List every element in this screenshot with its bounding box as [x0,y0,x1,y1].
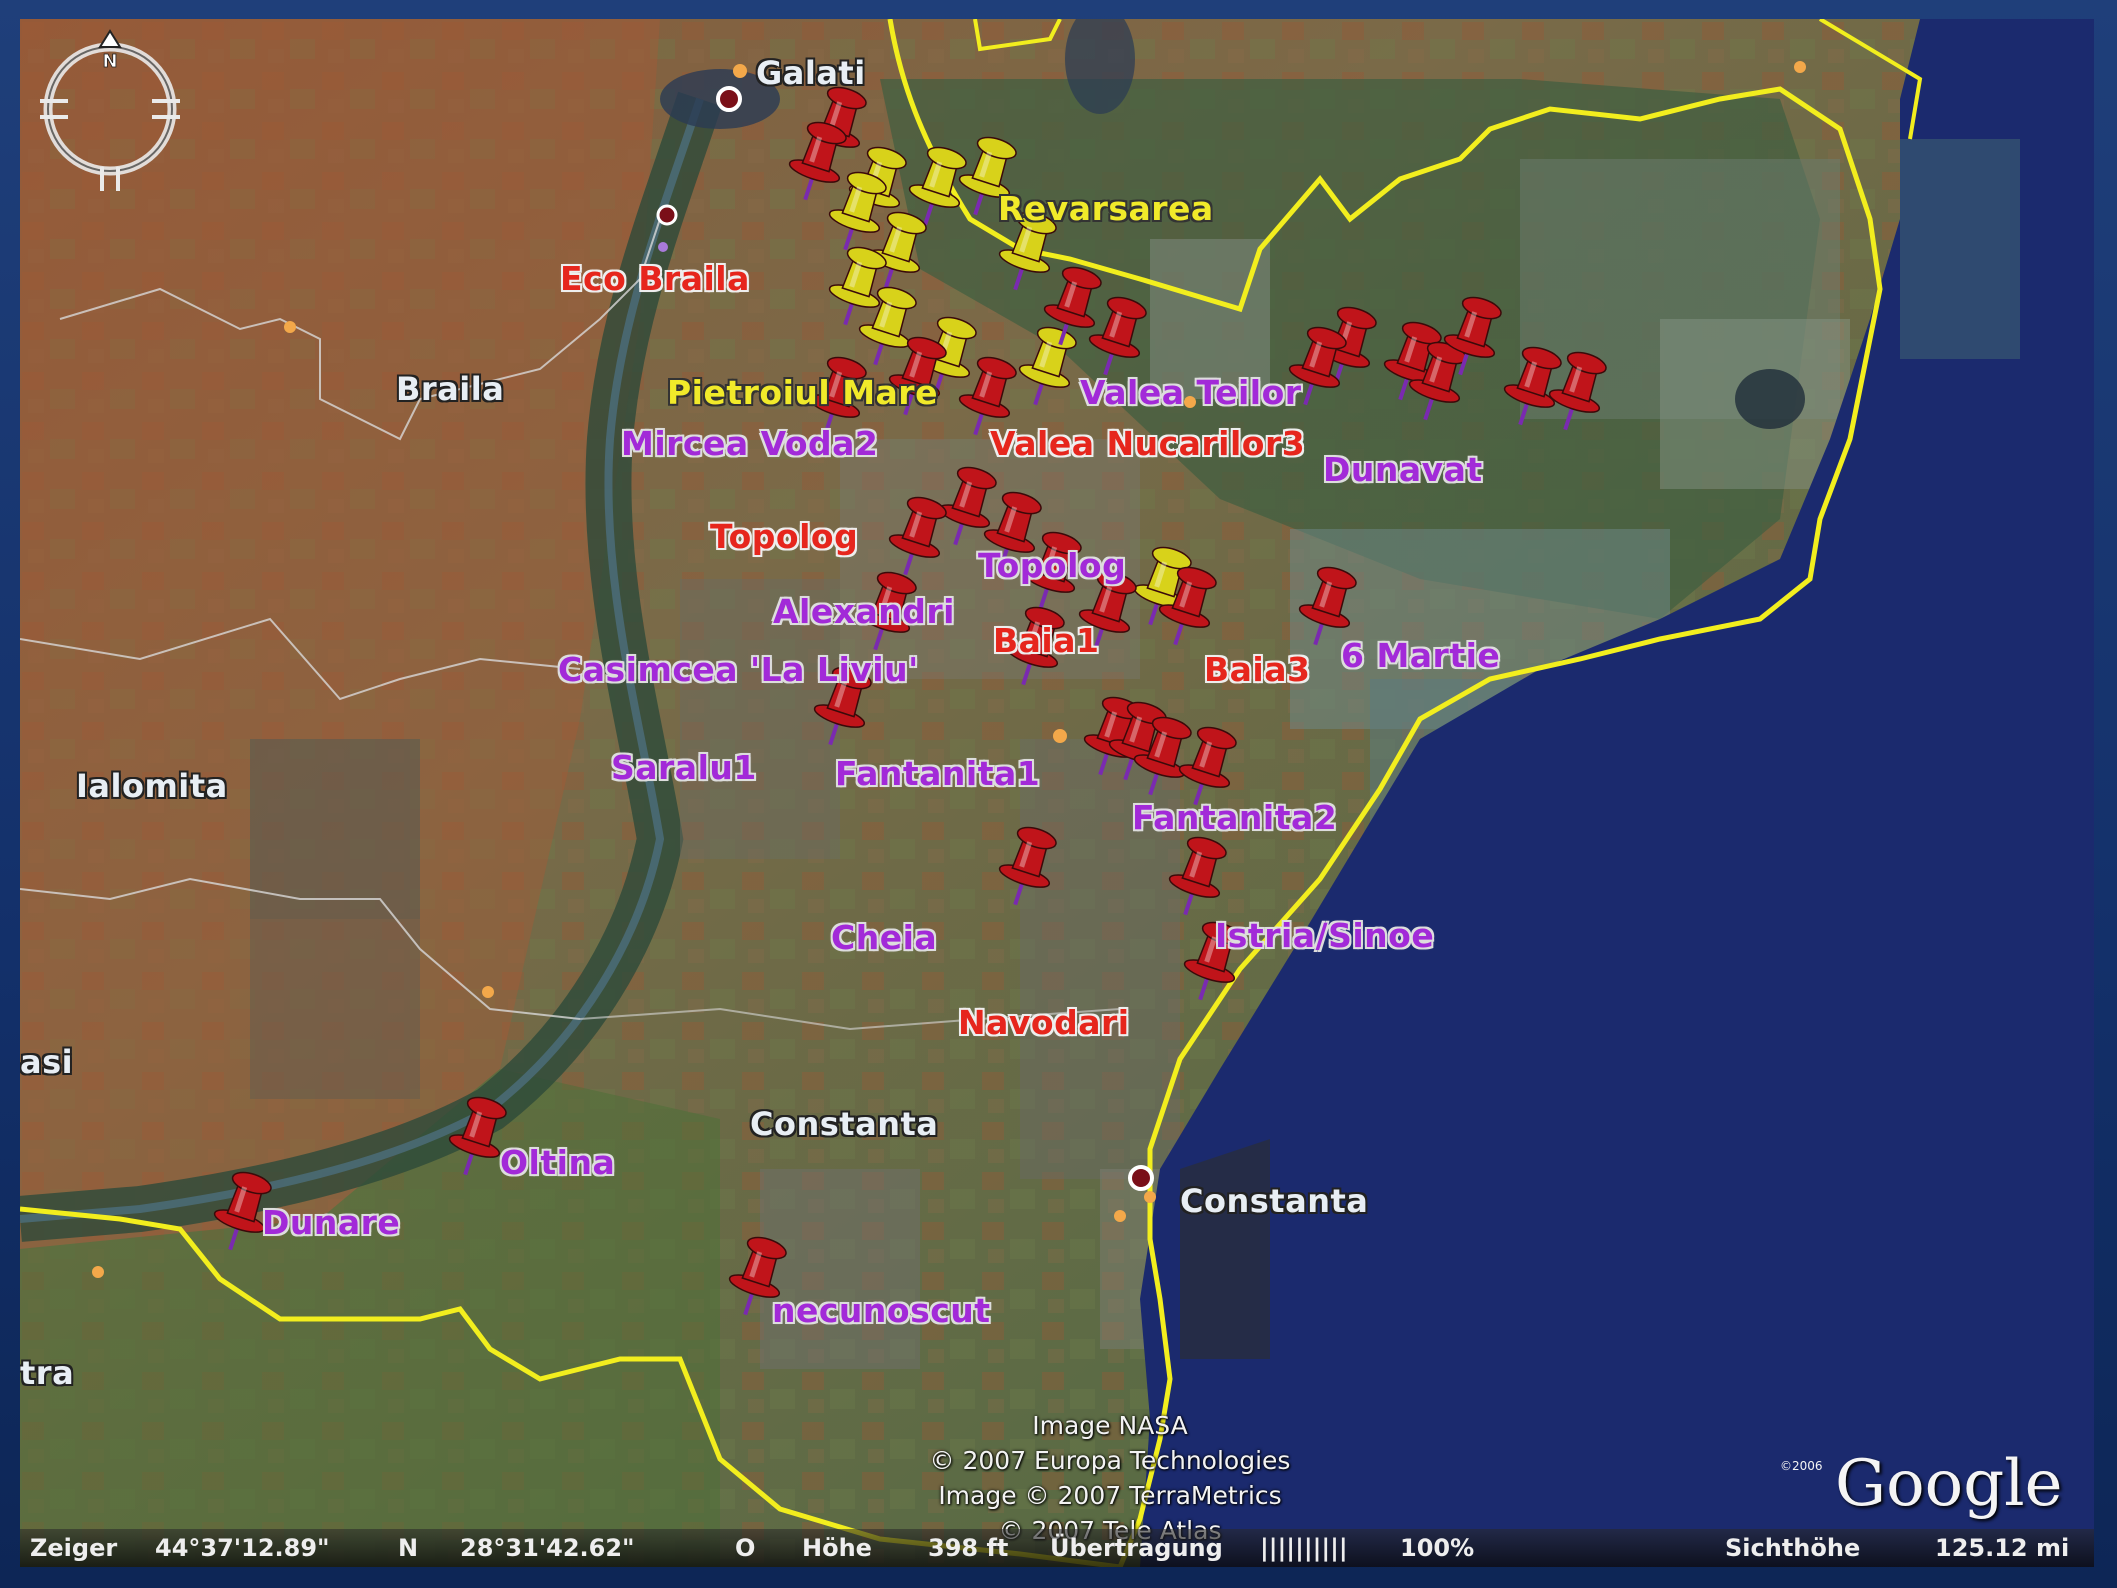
pushpin-icon[interactable] [1010,321,1084,412]
pushpin-icon[interactable] [1160,831,1234,922]
pushpin-icon[interactable] [1100,696,1174,787]
pushpin-icon[interactable] [820,166,894,257]
map-imagery [20,19,2094,1567]
pushpin-icon[interactable] [950,351,1024,442]
pushpin-icon[interactable] [900,141,974,232]
streaming-label: Übertragung [1050,1534,1223,1562]
placemark-label-dunavat[interactable]: Dunavat [1323,450,1483,489]
longitude-direction: O [735,1534,756,1562]
pointer-longitude: 28°31'42.62" [460,1534,635,1562]
pushpin-icon[interactable] [1175,916,1249,1007]
placemark-label-topolog-red[interactable]: Topolog [710,517,859,556]
pushpin-icon[interactable] [998,601,1072,692]
pushpin-icon[interactable] [1125,541,1199,632]
placemark-label-baia3[interactable]: Baia3 [1204,650,1311,689]
compass-navigation-control[interactable]: N [20,19,200,199]
placemark-label-topolog-purple[interactable]: Topolog [978,546,1127,585]
pointer-label: Zeiger [30,1534,118,1562]
pushpin-icon[interactable] [1290,561,1364,652]
pushpin-icon[interactable] [1495,341,1569,432]
status-bar: Zeiger 44°37'12.89" N 28°31'42.62" O Höh… [20,1529,2094,1567]
pushpin-icon[interactable] [1070,566,1144,657]
city-label-tra-partial: tra [20,1354,75,1392]
north-arrow-icon[interactable] [98,29,122,48]
pushpin-icon[interactable] [820,241,894,332]
credit-line: © 2007 Europa Technologies [929,1446,1291,1475]
placemark-label-necunoscut[interactable]: necunoscut [772,1291,991,1330]
compass-north-letter: N [102,51,117,72]
city-label-braila: Braila [396,370,505,408]
pushpin-icon[interactable] [975,486,1049,577]
placemark-label-eco-braila[interactable]: Eco Braila [560,259,750,298]
pushpin-icon[interactable] [1150,561,1224,652]
latitude-direction: N [398,1534,419,1562]
placemark-label-navodari[interactable]: Navodari [958,1003,1130,1042]
placemark-label-alexandri[interactable]: Alexandri [773,592,955,631]
city-label-galati: Galati [756,54,866,92]
placemark-label-revarsarea[interactable]: Revarsarea [998,189,1214,228]
pushpin-icon[interactable] [950,131,1024,222]
placemark-label-istria-sinoe[interactable]: Istria/Sinoe [1215,916,1435,955]
eye-altitude-label: Sichthöhe [1725,1534,1861,1562]
compass-ticks [40,99,180,191]
pushpin-icon[interactable] [805,661,879,752]
pushpin-icon[interactable] [990,206,1064,297]
placemark-label-valea-teilor[interactable]: Valea Teilor [1080,373,1302,412]
county-label-constanta: Constanta [750,1105,939,1143]
pushpin-icon[interactable] [1080,291,1154,382]
placemark-pins [205,86,1614,1322]
pushpin-icon[interactable] [910,311,984,402]
pushpin-icon[interactable] [1280,321,1354,412]
city-label-ialomita: Ialomita [76,767,228,805]
elevation-value: 398 ft [928,1534,1009,1562]
pushpin-icon[interactable] [880,331,954,422]
pushpin-icon[interactable] [930,461,1004,552]
pushpin-icon[interactable] [1035,261,1109,352]
pushpin-icon[interactable] [990,821,1064,912]
city-label-constanta: Constanta [1180,1182,1369,1220]
pushpin-icon[interactable] [850,566,924,657]
placemark-label-oltina[interactable]: Oltina [500,1143,616,1182]
pushpin-icon[interactable] [780,116,854,207]
placemark-label-fantanita2[interactable]: Fantanita2 [1132,798,1338,837]
pointer-latitude: 44°37'12.89" [155,1534,330,1562]
pushpin-icon[interactable] [205,1166,279,1257]
satellite-map[interactable]: Galati Braila Ialomita Constanta Constan… [20,19,2094,1567]
placemark-label-6-martie[interactable]: 6 Martie [1341,636,1501,675]
pushpin-icon[interactable] [800,351,874,442]
placemark-label-mircea-voda2[interactable]: Mircea Voda2 [621,424,879,463]
streaming-percent: 100% [1400,1534,1475,1562]
imagery-credits: Image NASA © 2007 Europa Technologies Im… [820,1408,1400,1548]
pushpin-icon[interactable] [1435,291,1509,382]
pushpin-icon[interactable] [1170,721,1244,812]
placemark-label-baia1[interactable]: Baia1 [993,621,1100,660]
pushpin-icon[interactable] [880,491,954,582]
pushpin-icon[interactable] [440,1091,514,1182]
city-markers [92,61,1806,1278]
placemark-label-valea-nucarilor3[interactable]: Valea Nucarilor3 [990,424,1306,463]
city-label-iasi-partial: asi [20,1043,74,1081]
logo-copyright-year: ©2006 [1780,1459,1823,1473]
streaming-progress-bar: |||||||||| [1260,1534,1348,1562]
pushpin-icon[interactable] [720,1231,794,1322]
eye-altitude-value: 125.12 mi [1935,1534,2070,1562]
credit-line: Image NASA [1032,1411,1188,1440]
pushpin-icon[interactable] [1125,711,1199,802]
pushpin-icon[interactable] [1540,346,1614,437]
placemark-label-casimcea[interactable]: Casimcea 'La Liviu' [558,650,919,689]
pushpin-icon[interactable] [1375,316,1449,407]
placemark-label-dunare[interactable]: Dunare [262,1203,401,1242]
placemark-label-saralu1[interactable]: Saralu1 [611,748,757,787]
placemark-label-fantanita1[interactable]: Fantanita1 [835,754,1041,793]
pushpin-icon[interactable] [850,281,924,372]
pushpin-icon[interactable] [1400,336,1474,427]
credit-line: Image © 2007 TerraMetrics [938,1481,1282,1510]
placemark-label-cheia[interactable]: Cheia [831,918,938,957]
pushpin-icon[interactable] [1015,526,1089,617]
google-logo: Google [1835,1447,2063,1521]
elevation-label: Höhe [802,1534,872,1562]
placemark-label-pietroiul-mare[interactable]: Pietroiul Mare [667,373,938,412]
